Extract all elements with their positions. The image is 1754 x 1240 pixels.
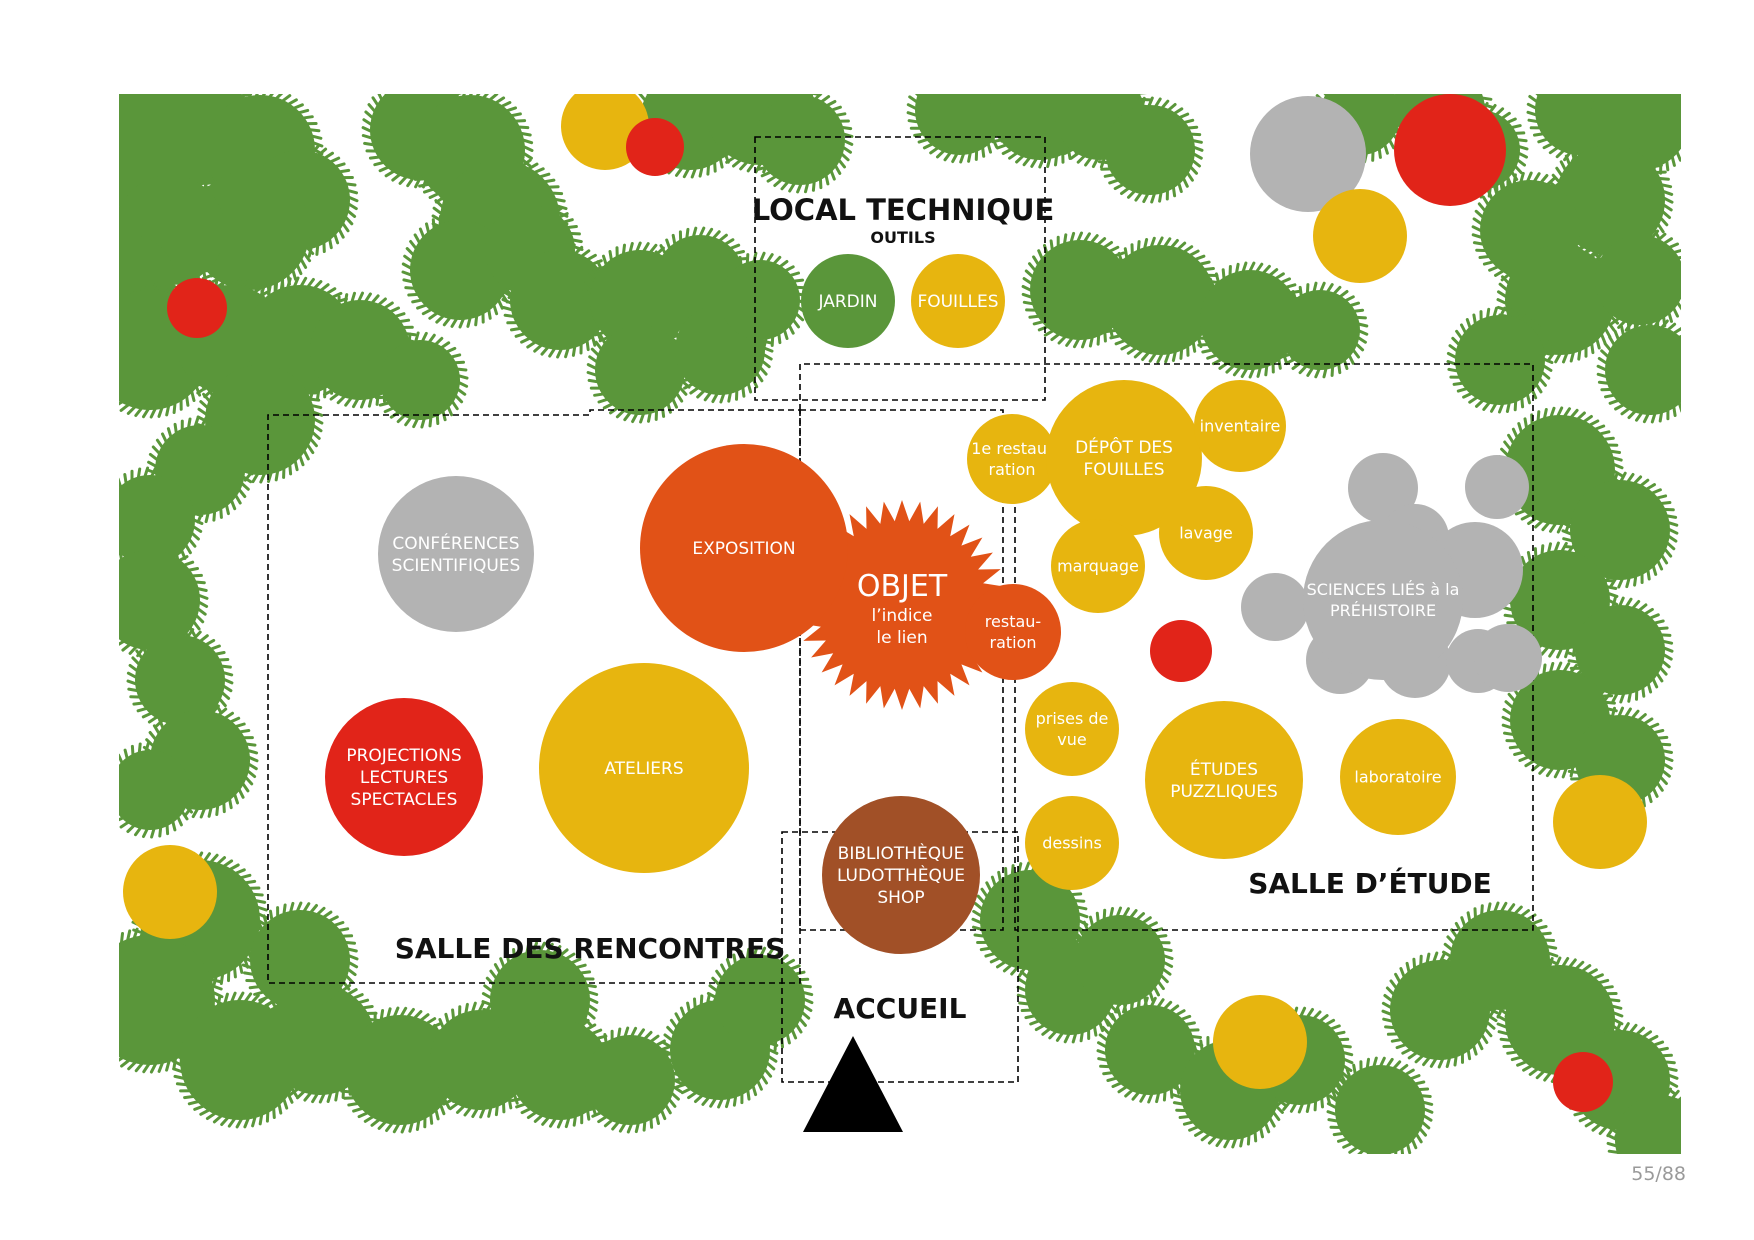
bush xyxy=(661,946,814,1109)
decorative-circle xyxy=(123,845,217,939)
bubble-jardin: JARDIN xyxy=(801,254,895,348)
bubble-fouilles: FOUILLES xyxy=(911,254,1005,348)
decorative-circle xyxy=(1313,189,1407,283)
local-technique-subtitle: OUTILS xyxy=(870,228,935,247)
bubble-label: PRÉHISTOIRE xyxy=(1330,601,1436,620)
salle-rencontres-title: SALLE DES RENCONTRES xyxy=(395,932,786,965)
bush xyxy=(1021,231,1369,379)
bush xyxy=(971,861,1174,1044)
bubble-label: SHOP xyxy=(877,888,924,908)
bubble-label: LUDOTTHÈQUE xyxy=(837,864,965,886)
objet-subtitle: l’indice xyxy=(872,606,933,626)
bush xyxy=(631,94,854,194)
bubble-dessins: dessins xyxy=(1025,796,1119,890)
bubble-label: PUZZLIQUES xyxy=(1170,782,1278,802)
bubble-marquage: marquage xyxy=(1051,519,1145,613)
bubble-label: laboratoire xyxy=(1354,768,1441,787)
bubble-lavage: lavage xyxy=(1159,486,1253,580)
bubble-prises-de-vue: prises de vue xyxy=(1025,682,1119,776)
bubble-label: JARDIN xyxy=(818,292,878,312)
zone-titles: LOCAL TECHNIQUE OUTILS SALLE DES RENCONT… xyxy=(395,193,1492,1025)
decorative-circle xyxy=(1150,620,1212,682)
local-technique-title: LOCAL TECHNIQUE xyxy=(752,193,1055,227)
decorative-circle xyxy=(1394,94,1506,206)
bubble-restauration: restau-ration xyxy=(965,584,1061,680)
bubble-exposition: EXPOSITION xyxy=(640,444,848,652)
sciences-cluster xyxy=(1241,453,1542,698)
decorative-circle xyxy=(1553,775,1647,869)
bubble-label: FOUILLES xyxy=(1083,460,1164,480)
bubble-label: DÉPÔT DES xyxy=(1075,436,1173,458)
bubble-label: CONFÉRENCES xyxy=(392,532,519,554)
bubble-label: restau- xyxy=(985,612,1041,631)
bush xyxy=(119,94,359,334)
bubble-label: EXPOSITION xyxy=(692,539,795,559)
bubble-label: ÉTUDES xyxy=(1190,758,1258,780)
bubble-ateliers: ATELIERS xyxy=(539,663,749,873)
bubble-label: LECTURES xyxy=(360,768,448,788)
bubble-label: SCIENTIFIQUES xyxy=(392,556,521,576)
decorative-circle xyxy=(1553,1052,1613,1112)
bubble-premiere-restauration: 1e restau-ration xyxy=(967,414,1057,504)
vegetation-layer xyxy=(119,94,1681,1154)
bubble-label: vue xyxy=(1057,730,1086,749)
bubble-label: SCIENCES LIÉS à la xyxy=(1307,580,1460,599)
bubble-label: BIBLIOTHÈQUE xyxy=(838,842,965,864)
bush xyxy=(361,94,619,359)
decorative-circle xyxy=(1213,995,1307,1089)
bubble-label: FOUILLES xyxy=(917,292,998,312)
bubble-label: marquage xyxy=(1057,557,1139,576)
bush xyxy=(119,851,684,1134)
accueil-title: ACCUEIL xyxy=(834,992,967,1025)
bubble-label: ration xyxy=(988,460,1035,479)
objet-starburst xyxy=(797,500,1007,710)
bubble-label: ATELIERS xyxy=(604,759,683,779)
bubble-label: lavage xyxy=(1179,524,1233,543)
decorative-circle xyxy=(167,278,227,338)
decorative-circle xyxy=(626,118,684,176)
bubble-label: 1e restau- xyxy=(971,439,1053,458)
decorative-circle xyxy=(1250,96,1366,212)
local-technique-zone xyxy=(754,136,1046,401)
bush xyxy=(906,94,1204,204)
bubble-sciences: SCIENCES LIÉS à la PRÉHISTOIRE xyxy=(1307,580,1460,620)
bubble-label: inventaire xyxy=(1200,417,1281,436)
salle-etude-title: SALLE D’ÉTUDE xyxy=(1248,866,1492,900)
entrance-arrow-icon xyxy=(803,1036,903,1132)
bubble-label: ration xyxy=(989,633,1036,652)
page-number: 55/88 xyxy=(1631,1163,1686,1185)
bubble-label: prises de xyxy=(1036,709,1109,728)
decorative-circles xyxy=(123,94,1647,1112)
objet-title: OBJET xyxy=(857,569,948,604)
bubble-label: PROJECTIONS xyxy=(346,746,461,766)
accueil-zone xyxy=(781,831,1019,1083)
site-frame xyxy=(119,94,1681,1154)
bubble-laboratoire: laboratoire xyxy=(1340,719,1456,835)
bush xyxy=(1096,901,1681,1154)
bubble-inventaire: inventaire xyxy=(1194,380,1286,472)
bubble-label: SPECTACLES xyxy=(351,790,458,810)
bubble-label: dessins xyxy=(1042,834,1102,853)
bush xyxy=(581,226,809,424)
objet-subtitle: le lien xyxy=(876,628,927,648)
